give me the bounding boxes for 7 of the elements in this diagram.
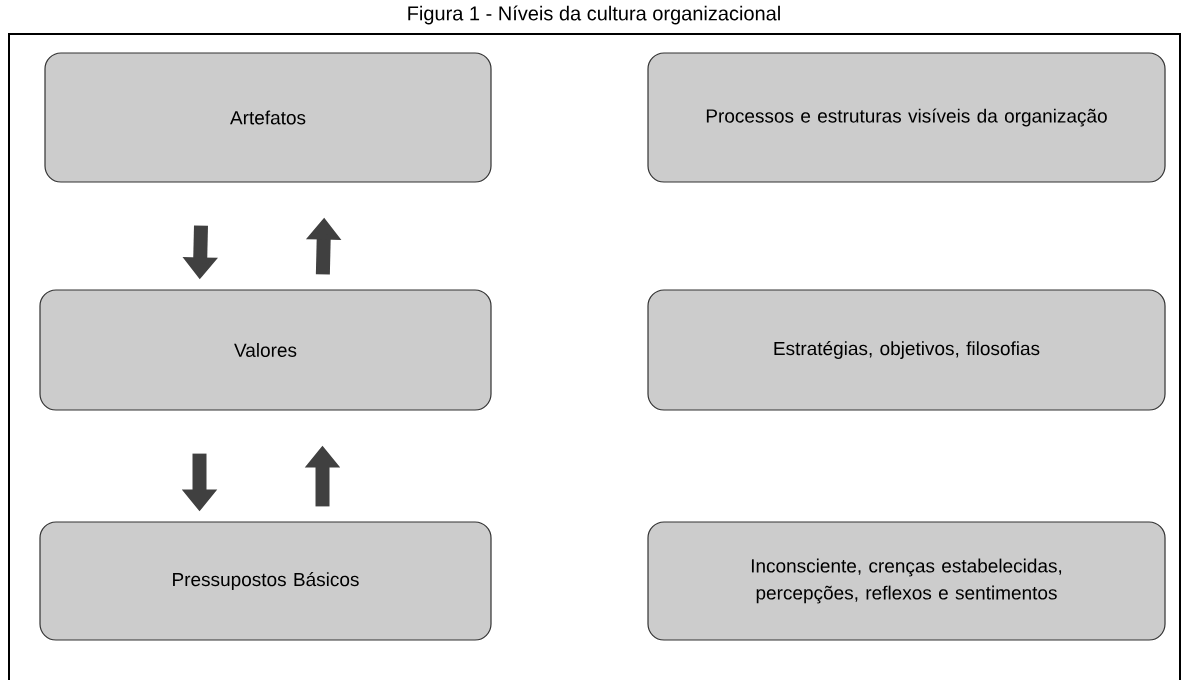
level-box: Pressupostos Básicos xyxy=(39,521,492,641)
level-box: Estratégias, objetivos, filosofias xyxy=(647,289,1166,411)
level-box: Artefatos xyxy=(44,52,492,183)
level-box: Processos e estruturas visíveis da organização xyxy=(647,52,1166,183)
level-box: Valores xyxy=(39,289,492,411)
level-box: Inconsciente, crenças estabelecidas, percepções, reflexos e sentimentos xyxy=(647,521,1166,641)
title: Figura 1 - Níveis da cultura organizacional xyxy=(408,5,780,25)
